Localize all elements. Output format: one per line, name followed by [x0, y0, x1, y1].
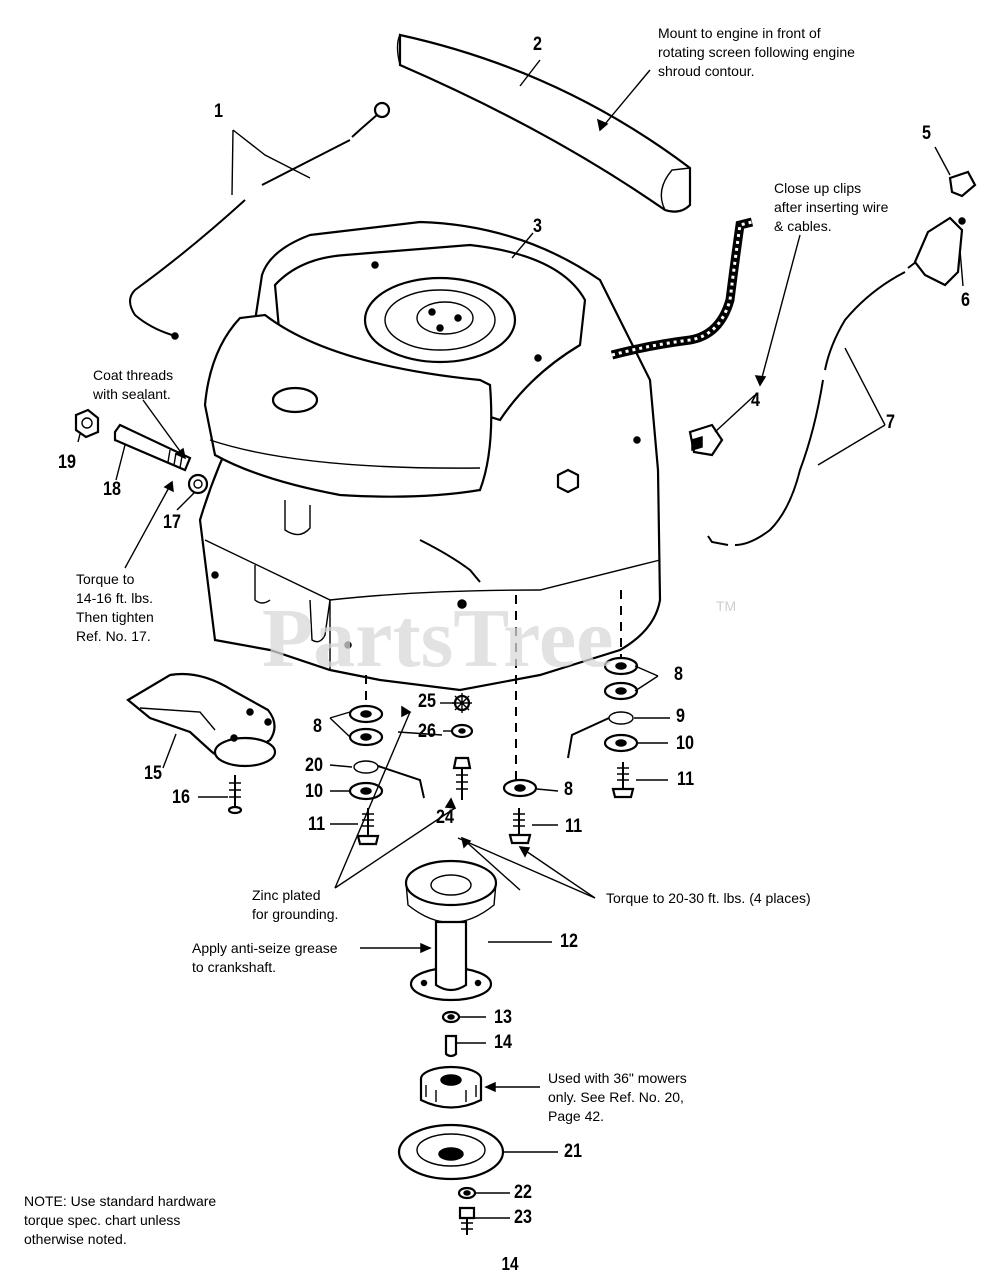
part-16-screw	[227, 775, 243, 815]
callout-3: 3	[533, 216, 542, 237]
callout-25: 25	[418, 691, 436, 712]
callout-20: 20	[305, 755, 323, 776]
note-clips: Close up clips after inserting wire & ca…	[774, 180, 889, 234]
part-26-washer	[450, 723, 474, 739]
note-mowers: Used with 36" mowers only. See Ref. No. …	[548, 1070, 687, 1124]
right-bolt-11	[611, 762, 635, 799]
callout-12: 12	[560, 931, 578, 952]
note-grease: Apply anti-seize grease to crankshaft.	[192, 940, 338, 975]
callout-10-right: 10	[676, 733, 694, 754]
leader-lines	[77, 59, 964, 1219]
right-washer-10	[603, 733, 639, 753]
left-washers	[348, 704, 384, 747]
callout-17: 17	[163, 512, 181, 533]
part-19-nut	[74, 408, 100, 439]
part-12-pulley	[404, 859, 498, 1002]
callout-19: 19	[58, 452, 76, 473]
watermark-tm: TM	[716, 598, 737, 614]
part-9-ground-wire-right	[567, 711, 634, 759]
callout-11-right: 11	[677, 769, 695, 790]
part-22-washer	[457, 1186, 477, 1200]
page-number: 14	[501, 1254, 519, 1274]
left-washer-10	[348, 781, 384, 801]
callout-2: 2	[533, 34, 542, 55]
center-washer-8	[502, 778, 538, 798]
callout-11-center: 11	[565, 816, 583, 837]
callout-13: 13	[494, 1007, 512, 1028]
callout-9: 9	[676, 706, 685, 727]
arrowheads	[163, 118, 767, 1093]
note-sealant: Coat threads with sealant.	[93, 367, 174, 402]
callout-1: 1	[214, 101, 223, 122]
callout-6: 6	[961, 290, 970, 311]
note-torque-fitting: Torque to 14-16 ft. lbs. Then tighten Re…	[76, 571, 154, 644]
part-4-clip	[688, 423, 724, 457]
part-25-star-washer	[452, 693, 472, 713]
callout-18: 18	[103, 479, 121, 500]
part-20-ground-wire-left	[353, 760, 425, 799]
part-2-foam-strip	[396, 33, 692, 213]
part-21-pulley	[397, 1123, 505, 1181]
callout-5: 5	[922, 123, 931, 144]
callout-16: 16	[172, 787, 190, 808]
part-23-bolt	[458, 1206, 476, 1235]
part-15-plate	[126, 672, 277, 768]
callout-8-right: 8	[674, 664, 683, 685]
note-torque-bolts: Torque to 20-30 ft. lbs. (4 places)	[606, 890, 811, 906]
callout-8-left: 8	[313, 716, 322, 737]
note-mount: Mount to engine in front of rotating scr…	[658, 25, 855, 79]
part-5-6-bracket	[907, 170, 977, 287]
part-13-lockwasher	[441, 1010, 461, 1024]
note-zinc: Zinc plated for grounding.	[252, 887, 339, 922]
note-hardware: NOTE: Use standard hardware torque spec.…	[24, 1193, 217, 1247]
right-washers	[603, 656, 639, 701]
callout-24: 24	[436, 807, 454, 828]
spacer-pulley-36	[419, 1065, 483, 1109]
callout-21: 21	[564, 1141, 582, 1162]
part-14-key	[444, 1034, 458, 1058]
callout-14: 14	[494, 1032, 512, 1053]
callout-7: 7	[886, 412, 895, 433]
callout-10-left: 10	[305, 781, 323, 802]
wire-harness	[610, 217, 754, 360]
part-7-cable	[707, 271, 906, 546]
part-17-nut	[187, 473, 209, 495]
callout-15: 15	[144, 763, 162, 784]
center-bolt-11	[508, 808, 532, 845]
part-1-dipstick	[129, 101, 391, 340]
callout-23: 23	[514, 1207, 532, 1228]
part-3-engine	[198, 220, 662, 692]
callout-22: 22	[514, 1182, 532, 1203]
part-18-pipe	[113, 423, 192, 472]
callout-4: 4	[751, 390, 760, 411]
part-24-screw	[452, 756, 472, 800]
callout-11-left: 11	[308, 814, 326, 835]
callout-8-center: 8	[564, 779, 573, 800]
callout-26: 26	[418, 721, 436, 742]
watermark: PartsTree	[262, 592, 614, 685]
